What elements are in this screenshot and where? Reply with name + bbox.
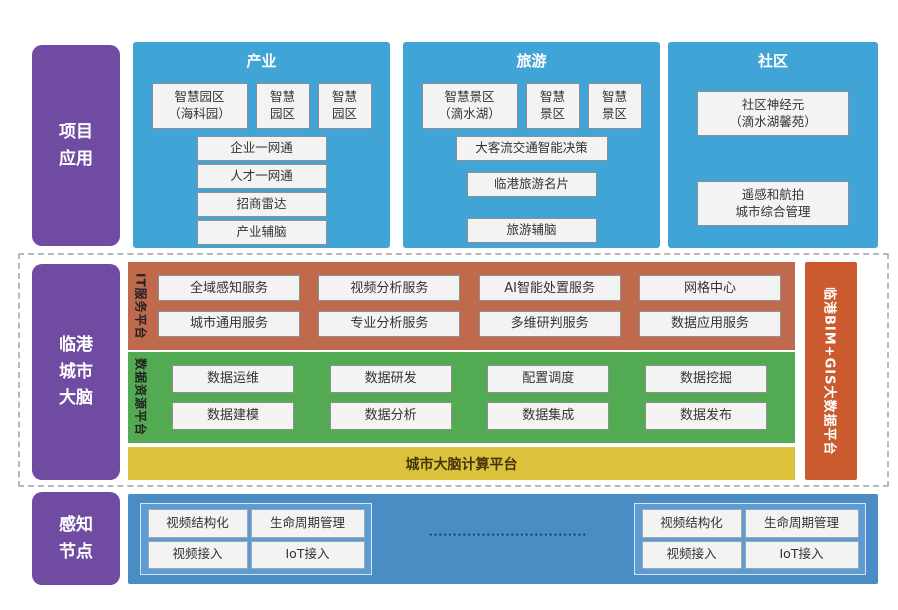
box-professional-analysis-service: 专业分析服务 (318, 310, 461, 337)
box-video-structuring-left: 视频结构化 (147, 509, 248, 538)
box-config-scheduling: 配置调度 (487, 365, 610, 393)
box-grid-center: 网格中心 (638, 275, 781, 302)
tourism-stack: 大客流交通智能决策 临港旅游名片 旅游辅脑 (403, 129, 660, 243)
data-resource-grid: 数据运维 数据研发 配置调度 数据挖掘 数据建模 数据分析 数据集成 数据发布 (154, 352, 795, 443)
bim-gis-bigdata-platform: 临港BIM+GIS大数据平台 (805, 262, 857, 480)
rail-perception-nodes: 感知 节点 (32, 492, 120, 585)
box-data-application-service: 数据应用服务 (638, 310, 781, 337)
box-investment-radar: 招商雷达 (196, 192, 327, 217)
box-remote-sensing-mgmt: 遥感和航拍 城市综合管理 (697, 181, 849, 226)
perception-node-panel: 视频结构化 生命周期管理 视频接入 IoT接入 ················… (128, 494, 878, 584)
it-row-2: 城市通用服务 专业分析服务 多维研判服务 数据应用服务 (158, 310, 781, 337)
it-row-1: 全域感知服务 视频分析服务 AI智能处置服务 网格中心 (158, 275, 781, 302)
data-row-2: 数据建模 数据分析 数据集成 数据发布 (158, 402, 781, 430)
box-smart-park-haike: 智慧园区 （海科园） (151, 83, 248, 129)
box-global-perception-service: 全域感知服务 (158, 275, 300, 302)
box-data-integration: 数据集成 (487, 402, 610, 430)
rail-project-application: 项目 应用 (32, 45, 120, 246)
box-data-development: 数据研发 (329, 365, 452, 393)
box-smart-park-3: 智慧 园区 (317, 83, 372, 129)
box-tourism-aux-brain: 旅游辅脑 (466, 218, 597, 243)
panel-tourism: 旅游 智慧景区 （滴水湖） 智慧 景区 智慧 景区 大客流交通智能决策 临港旅游… (403, 42, 660, 248)
panel-community: 社区 社区神经元 （滴水湖馨苑） 遥感和航拍 城市综合管理 (668, 42, 878, 248)
data-resource-platform: 数据资源平台 数据运维 数据研发 配置调度 数据挖掘 数据建模 数据分析 数据集… (128, 352, 795, 443)
panel-tourism-title: 旅游 (516, 52, 547, 70)
tourism-scenic-row: 智慧景区 （滴水湖） 智慧 景区 智慧 景区 (403, 83, 660, 129)
rail-lingang-city-brain: 临港 城市 大脑 (32, 264, 120, 480)
perception-group-left: 视频结构化 生命周期管理 视频接入 IoT接入 (140, 503, 372, 575)
perception-group-right: 视频结构化 生命周期管理 视频接入 IoT接入 (634, 503, 866, 575)
city-brain-compute-platform: 城市大脑计算平台 (128, 447, 795, 480)
box-smart-scenic-dishui: 智慧景区 （滴水湖） (421, 83, 518, 129)
box-data-modeling: 数据建模 (172, 402, 294, 430)
box-iot-access-right: IoT接入 (744, 540, 859, 569)
box-talent-one-net: 人才一网通 (196, 164, 327, 189)
box-data-mining: 数据挖掘 (644, 365, 767, 393)
panel-industry: 产业 智慧园区 （海科园） 智慧 园区 智慧 园区 企业一网通 人才一网通 招商… (133, 42, 390, 248)
box-passenger-flow-decision: 大客流交通智能决策 (455, 136, 608, 161)
box-video-access-left: 视频接入 (147, 540, 248, 569)
box-multidim-research-service: 多维研判服务 (478, 310, 621, 337)
box-video-structuring-right: 视频结构化 (641, 509, 742, 538)
box-enterprise-one-net: 企业一网通 (196, 136, 327, 161)
panel-community-title: 社区 (757, 52, 788, 70)
box-data-publishing: 数据发布 (644, 402, 767, 430)
box-smart-scenic-2: 智慧 景区 (525, 83, 580, 129)
box-community-neuron: 社区神经元 （滴水湖馨苑） (697, 91, 849, 136)
box-lifecycle-mgmt-left: 生命周期管理 (250, 509, 365, 538)
box-iot-access-left: IoT接入 (250, 540, 365, 569)
ellipsis-dots: ································· (428, 530, 588, 541)
industry-park-row: 智慧园区 （海科园） 智慧 园区 智慧 园区 (133, 83, 390, 129)
it-service-grid: 全域感知服务 视频分析服务 AI智能处置服务 网格中心 城市通用服务 专业分析服… (154, 262, 795, 350)
it-service-platform: IT服务平台 全域感知服务 视频分析服务 AI智能处置服务 网格中心 城市通用服… (128, 262, 795, 350)
box-tourism-card: 临港旅游名片 (466, 172, 597, 197)
box-ai-disposal-service: AI智能处置服务 (478, 275, 621, 302)
box-industry-aux-brain: 产业辅脑 (196, 220, 327, 245)
panel-industry-title: 产业 (246, 52, 277, 70)
box-video-analysis-service: 视频分析服务 (318, 275, 461, 302)
box-data-ops: 数据运维 (172, 365, 294, 393)
it-service-platform-label: IT服务平台 (133, 272, 148, 340)
box-smart-park-2: 智慧 园区 (255, 83, 310, 129)
box-city-general-service: 城市通用服务 (158, 310, 300, 337)
box-smart-scenic-3: 智慧 景区 (587, 83, 642, 129)
box-lifecycle-mgmt-right: 生命周期管理 (744, 509, 859, 538)
box-data-analysis: 数据分析 (329, 402, 452, 430)
data-row-1: 数据运维 数据研发 配置调度 数据挖掘 (158, 365, 781, 393)
box-video-access-right: 视频接入 (641, 540, 742, 569)
industry-stack: 企业一网通 人才一网通 招商雷达 产业辅脑 (133, 129, 390, 245)
data-resource-platform-label: 数据资源平台 (133, 358, 148, 437)
city-brain-dashed-frame (18, 253, 889, 487)
